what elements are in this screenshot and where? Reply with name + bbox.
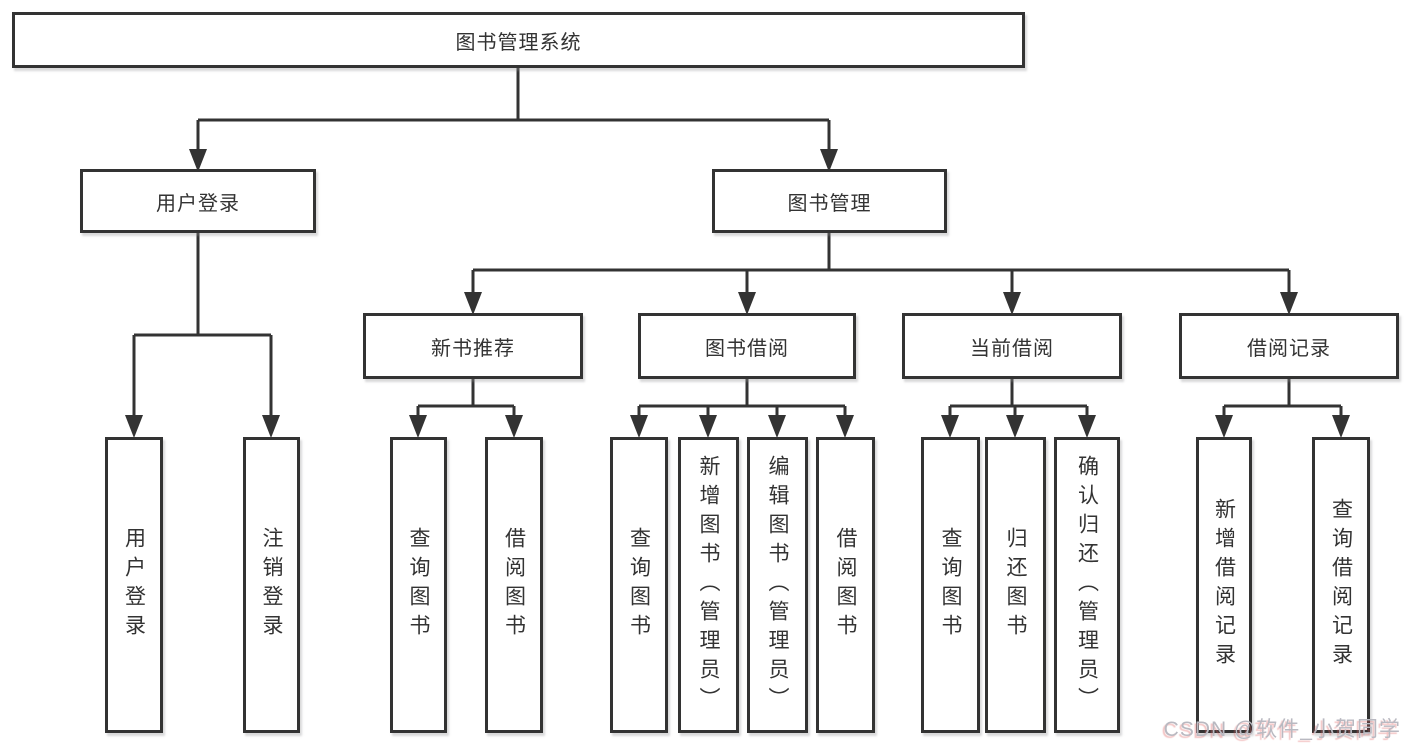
edge-book-management-to-modules: [464, 233, 1298, 315]
node-label: 注销登录: [260, 527, 283, 643]
node-label: 借阅图书: [834, 527, 857, 643]
node-borrowing-records: 借阅记录: [1179, 313, 1399, 379]
leaf-records-add: 新增借阅记录: [1196, 437, 1252, 733]
node-label: 当前借阅: [970, 337, 1054, 360]
leaf-records-query: 查询借阅记录: [1312, 437, 1370, 733]
leaf-new-books-query: 查询图书: [390, 437, 447, 733]
edge-book-borrowing-to-leaves: [630, 379, 854, 438]
leaf-borrowing-query: 查询图书: [610, 437, 668, 733]
node-label: 新增图书（管理员）: [697, 454, 720, 716]
node-root: 图书管理系统: [12, 12, 1025, 68]
node-label: 借阅记录: [1247, 337, 1331, 360]
node-label: 查询图书: [627, 527, 651, 643]
node-label: 图书借阅: [705, 337, 789, 360]
edge-new-books-to-leaves: [409, 379, 523, 438]
leaf-new-books-borrow: 借阅图书: [485, 437, 543, 733]
edge-root-to-branches: [189, 68, 838, 172]
leaf-current-query: 查询图书: [921, 437, 980, 733]
edge-borrowing-records-to-leaves: [1215, 379, 1350, 438]
node-label: 确认归还（管理员）: [1075, 454, 1099, 716]
node-label: 新书推荐: [431, 337, 515, 360]
edge-current-borrowing-to-leaves: [941, 379, 1096, 438]
node-label: 查询图书: [407, 527, 430, 643]
leaf-borrowing-add-admin: 新增图书（管理员）: [678, 437, 739, 733]
leaf-logout: 注销登录: [243, 437, 300, 733]
node-label: 用户登录: [122, 527, 146, 643]
leaf-user-login: 用户登录: [105, 437, 163, 733]
leaf-current-confirm-return-admin: 确认归还（管理员）: [1054, 437, 1120, 733]
leaf-current-return: 归还图书: [985, 437, 1046, 733]
leaf-borrowing-borrow: 借阅图书: [816, 437, 875, 733]
node-label: 用户登录: [156, 192, 240, 215]
edge-user-login-to-leaves: [125, 233, 280, 438]
node-label: 查询借阅记录: [1329, 498, 1353, 672]
leaf-borrowing-edit-admin: 编辑图书（管理员）: [747, 437, 808, 733]
node-new-books: 新书推荐: [363, 313, 583, 379]
node-label: 编辑图书（管理员）: [766, 454, 789, 716]
node-book-management: 图书管理: [712, 169, 947, 233]
node-label: 新增借阅记录: [1212, 498, 1236, 672]
node-user-login: 用户登录: [80, 169, 316, 233]
node-book-borrowing: 图书借阅: [638, 313, 856, 379]
node-label: 借阅图书: [502, 527, 526, 643]
node-label: 查询图书: [939, 527, 962, 643]
node-label: 归还图书: [1004, 527, 1027, 643]
node-label: 图书管理系统: [455, 31, 582, 54]
node-label: 图书管理: [787, 192, 872, 215]
watermark: CSDN @软件_小贺同学: [1163, 718, 1401, 741]
node-current-borrowing: 当前借阅: [902, 313, 1122, 379]
